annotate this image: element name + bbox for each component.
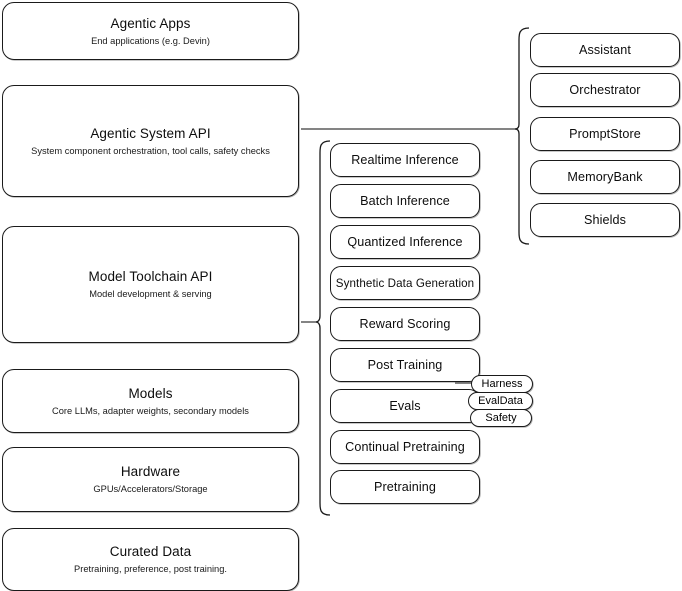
- layer-title: Hardware: [120, 464, 181, 479]
- component-label: Shields: [583, 212, 626, 227]
- capability-label: Quantized Inference: [347, 234, 463, 249]
- layer-title: Models: [128, 385, 173, 401]
- capability-label: Realtime Inference: [351, 152, 459, 167]
- evals-sub-harness[interactable]: Harness: [471, 375, 533, 393]
- capability-continual-pretraining[interactable]: Continual Pretraining: [330, 430, 480, 464]
- layer-models[interactable]: Models Core LLMs, adapter weights, secon…: [2, 369, 299, 433]
- layer-subtitle: System component orchestration, tool cal…: [31, 145, 270, 156]
- evals-sub-label: EvalData: [478, 395, 523, 407]
- component-label: PromptStore: [569, 126, 641, 141]
- capability-quantized-inference[interactable]: Quantized Inference: [330, 225, 480, 259]
- capability-post-training[interactable]: Post Training: [330, 348, 480, 382]
- capability-label: Post Training: [367, 357, 443, 372]
- capability-label: Synthetic Data Generation: [335, 276, 475, 290]
- component-orchestrator[interactable]: Orchestrator: [530, 73, 680, 107]
- layer-agentic-apps[interactable]: Agentic Apps End applications (e.g. Devi…: [2, 2, 299, 60]
- evals-sub-label: Harness: [481, 378, 523, 390]
- evals-sub-evaldata[interactable]: EvalData: [468, 392, 533, 410]
- layer-title: Model Toolchain API: [88, 269, 213, 284]
- capability-evals[interactable]: Evals: [330, 389, 480, 423]
- component-memorybank[interactable]: MemoryBank: [530, 160, 680, 194]
- component-label: Orchestrator: [569, 82, 641, 97]
- capability-reward-scoring[interactable]: Reward Scoring: [330, 307, 480, 341]
- capability-label: Evals: [389, 398, 421, 413]
- evals-sub-label: Safety: [485, 412, 517, 424]
- capability-synthetic-data-generation[interactable]: Synthetic Data Generation: [330, 266, 480, 300]
- component-assistant[interactable]: Assistant: [530, 33, 680, 67]
- layer-subtitle: End applications (e.g. Devin): [91, 35, 210, 46]
- capability-label: Pretraining: [373, 479, 436, 494]
- layer-subtitle: GPUs/Accelerators/Storage: [93, 484, 208, 494]
- component-promptstore[interactable]: PromptStore: [530, 117, 680, 151]
- layer-hardware[interactable]: Hardware GPUs/Accelerators/Storage: [2, 447, 299, 512]
- component-label: Assistant: [579, 42, 631, 57]
- layer-curated-data[interactable]: Curated Data Pretraining, preference, po…: [2, 528, 299, 591]
- layer-agentic-system-api[interactable]: Agentic System API System component orch…: [2, 85, 299, 197]
- component-shields[interactable]: Shields: [530, 203, 680, 237]
- capability-batch-inference[interactable]: Batch Inference: [330, 184, 480, 218]
- layer-title: Agentic System API: [90, 125, 211, 141]
- component-label: MemoryBank: [567, 169, 643, 184]
- evals-sub-safety[interactable]: Safety: [470, 409, 532, 427]
- capability-label: Continual Pretraining: [345, 439, 465, 454]
- layer-subtitle: Model development & serving: [89, 289, 212, 299]
- layer-title: Agentic Apps: [110, 15, 191, 31]
- layer-model-toolchain-api[interactable]: Model Toolchain API Model development & …: [2, 226, 299, 343]
- capability-label: Reward Scoring: [359, 316, 451, 331]
- layer-title: Curated Data: [109, 544, 192, 559]
- capability-realtime-inference[interactable]: Realtime Inference: [330, 143, 480, 177]
- capability-label: Batch Inference: [360, 193, 450, 208]
- layer-subtitle: Pretraining, preference, post training.: [74, 564, 227, 574]
- layer-subtitle: Core LLMs, adapter weights, secondary mo…: [52, 405, 249, 416]
- capability-pretraining[interactable]: Pretraining: [330, 470, 480, 504]
